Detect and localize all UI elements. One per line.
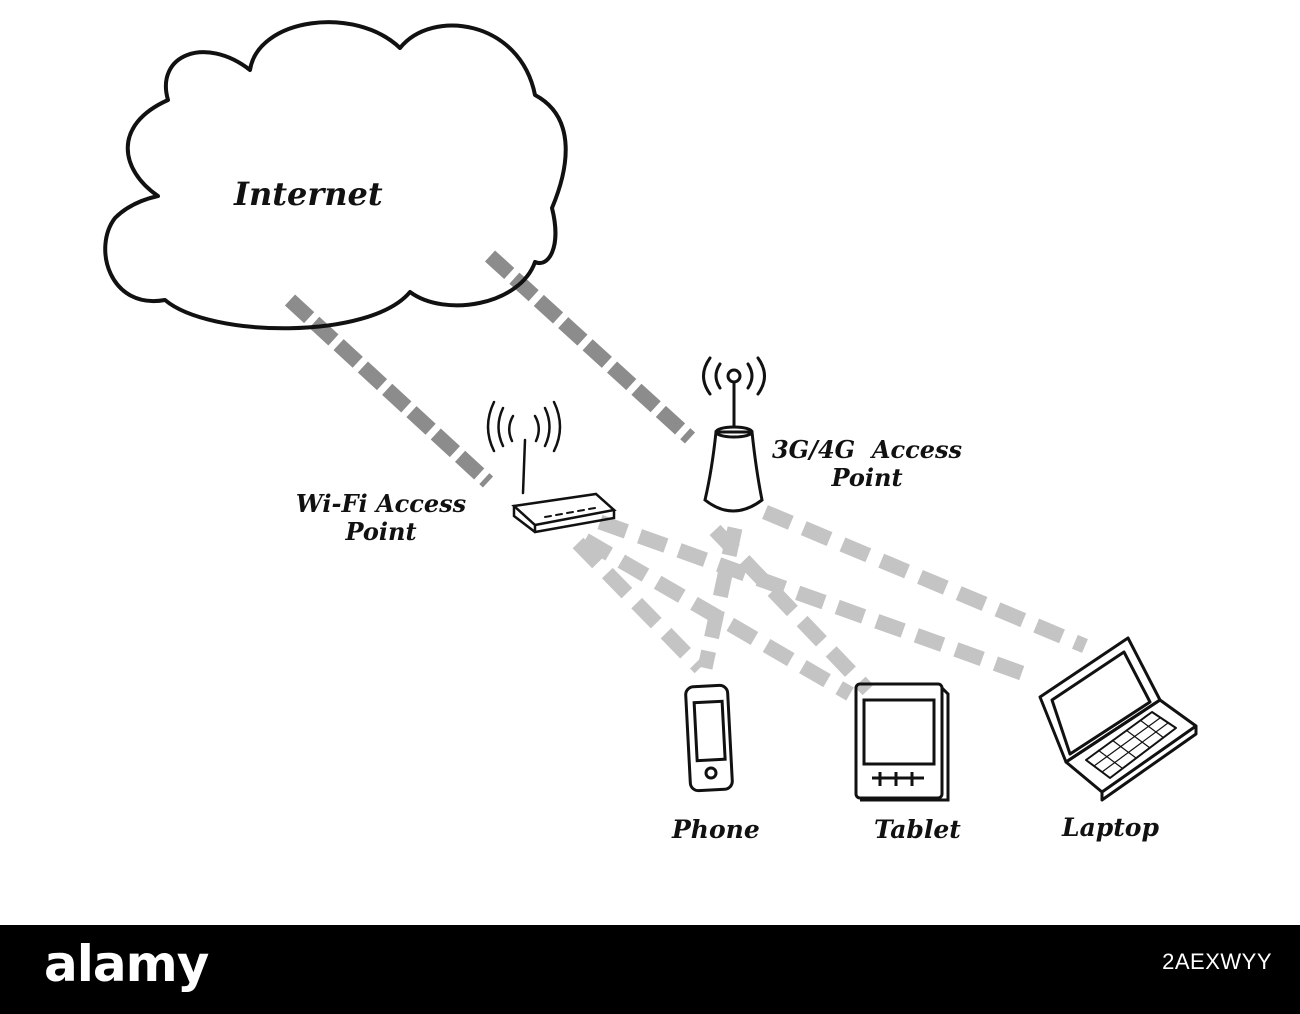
stock-image-id: 2AEXWYY (1162, 949, 1272, 974)
wifi-router-icon (486, 400, 617, 534)
cloud-label: Internet (234, 175, 383, 213)
connection-cellular-laptop (762, 505, 1088, 653)
phone-label: Phone (672, 815, 760, 844)
cellular-access-point-label: 3G/4G Access Point (764, 436, 970, 491)
wifi-access-point-label-line1: Wi-Fi Access (295, 489, 467, 518)
cellular-access-point-label-line1: 3G/4G Access (771, 435, 962, 464)
connection-internet-cellular (484, 250, 696, 444)
alamy-logo: alamy (44, 935, 209, 993)
connection-internet-wifi (284, 294, 494, 488)
watermark-footer: alamy 2AEXWYY (0, 925, 1300, 1014)
tablet-label: Tablet (874, 815, 961, 844)
tablet-icon (854, 682, 950, 802)
uplink-connections (284, 250, 696, 488)
cellular-access-point-label-line2: Point (831, 462, 903, 492)
wifi-access-point-label-line2: Point (345, 516, 417, 546)
wifi-access-point-label: Wi-Fi Access Point (286, 490, 476, 545)
laptop-icon (1038, 636, 1198, 802)
cell-tower-icon (702, 356, 766, 513)
phone-icon (684, 683, 734, 793)
connection-wifi-laptop (597, 514, 1033, 684)
cloud-icon (103, 20, 568, 331)
laptop-label: Laptop (1062, 813, 1159, 842)
wireless-connections (572, 505, 1088, 701)
connection-cellular-tablet (709, 524, 874, 696)
connection-wifi-phone (572, 537, 706, 674)
